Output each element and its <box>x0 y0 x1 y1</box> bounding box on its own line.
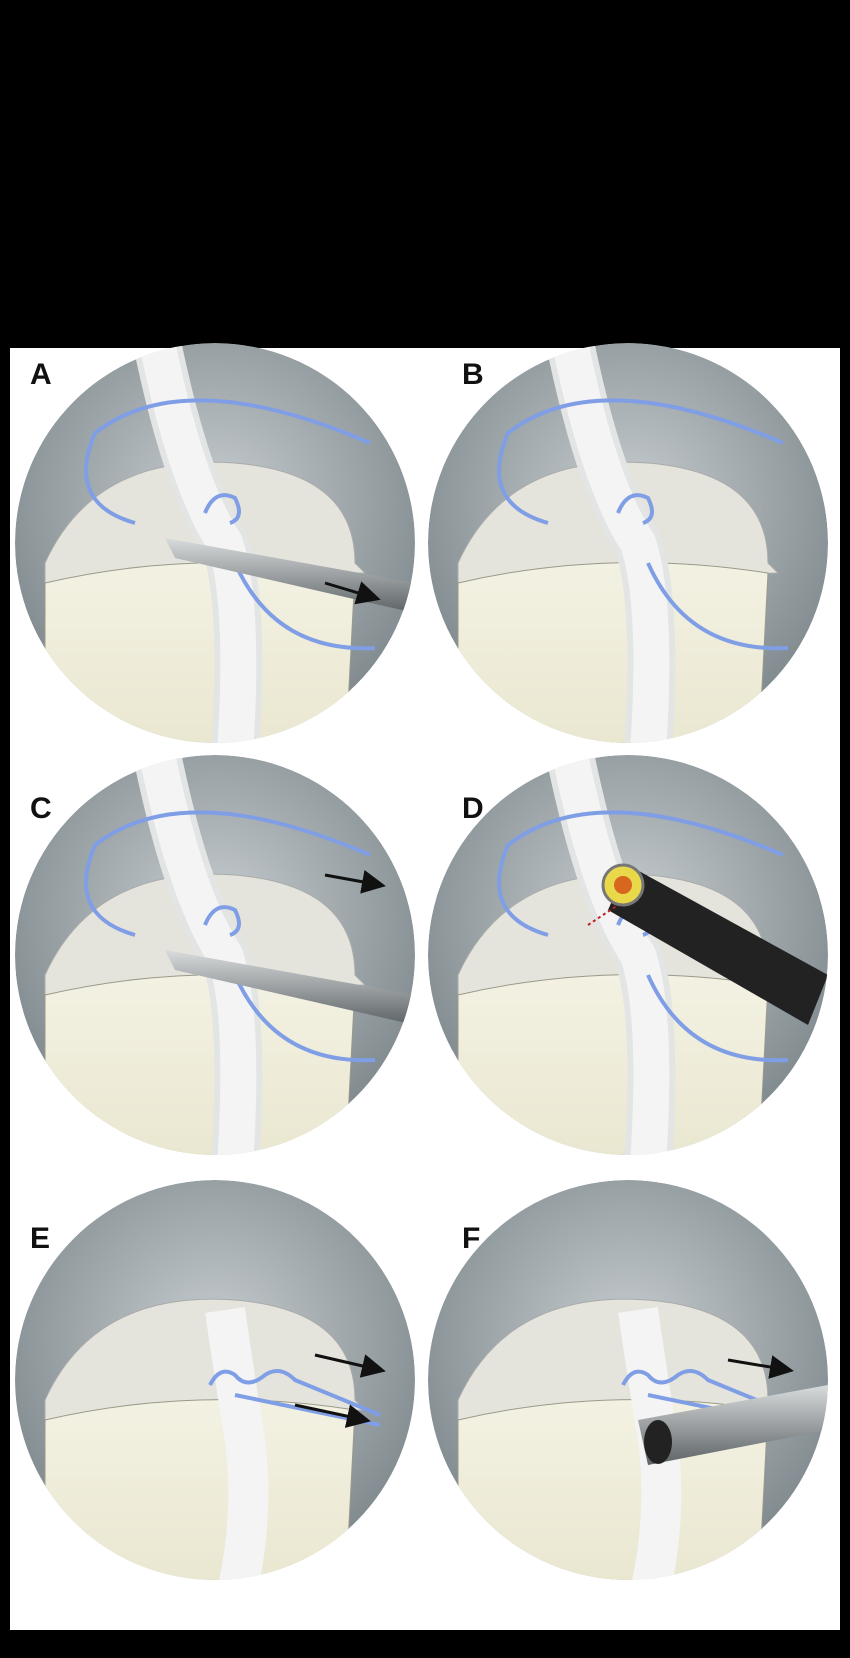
cautery-probe <box>608 865 828 1025</box>
panel-label-f: F <box>462 1222 481 1255</box>
arthroscopic-view-e <box>15 1180 415 1580</box>
tendon-shape <box>205 1307 269 1580</box>
knot-pusher-instrument <box>638 1385 828 1465</box>
cartilage-shape <box>457 1298 780 1421</box>
arthroscopic-view-d <box>428 755 828 1155</box>
bone-shape <box>44 974 356 1155</box>
cut-line <box>587 904 619 926</box>
arthroscopic-view-f <box>428 1180 828 1580</box>
direction-arrow-icon <box>294 1403 371 1428</box>
arthroscopic-view-b <box>428 343 828 743</box>
arthroscopic-view-c <box>15 755 415 1155</box>
panel-label-b: B <box>462 358 484 391</box>
panel-label-c: C <box>30 792 52 825</box>
grasper-instrument <box>165 950 415 1025</box>
bone-shape <box>44 1399 356 1580</box>
bone-shape <box>457 562 769 743</box>
arthroscopic-view-a <box>15 343 415 743</box>
suture-line <box>84 398 376 651</box>
panel-label-d: D <box>462 792 484 825</box>
bone-shape <box>457 974 769 1155</box>
cartilage-shape <box>44 1298 367 1421</box>
direction-arrow-icon <box>314 1353 386 1378</box>
suture-line <box>84 810 376 1063</box>
suture-line <box>497 398 789 651</box>
direction-arrow-icon <box>727 1355 794 1379</box>
direction-arrow-icon <box>324 581 381 605</box>
panel-label-a: A <box>30 358 52 391</box>
grasper-instrument <box>165 538 415 613</box>
direction-arrow-icon <box>324 869 386 894</box>
panel-label-e: E <box>30 1222 51 1255</box>
bone-shape <box>44 562 356 743</box>
